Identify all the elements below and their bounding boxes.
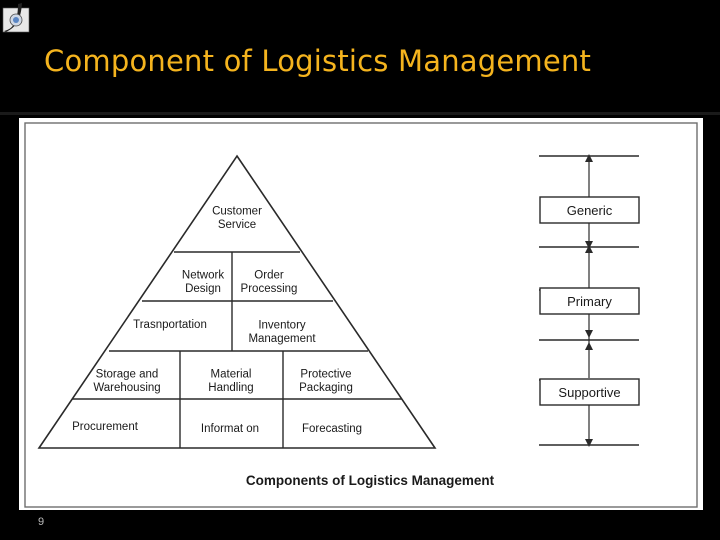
level-label-generic: Generic (567, 203, 613, 218)
slide-title: Component of Logistics Management (44, 44, 592, 78)
level-box-generic (539, 196, 640, 224)
pyramid-outline (37, 154, 437, 449)
diagram-caption: Components of Logistics Management (246, 473, 495, 488)
level-box-primary (539, 287, 640, 315)
page-number: 9 (38, 516, 45, 528)
pyramid-cell-forecasting: Forecasting (302, 423, 362, 435)
title-divider (0, 112, 720, 115)
pyramid-cell-procurement: Procurement (72, 421, 139, 433)
level-scale-arrowheads (585, 154, 593, 447)
level-label-primary: Primary (567, 294, 612, 309)
pyramid-cell-dividers (179, 252, 284, 448)
pyramid-tier-lines (72, 251, 402, 400)
pyramid-cell-transportation: Trasnportation (133, 319, 207, 331)
figure-border (24, 122, 698, 508)
pyramid-cell-information: Informat on (201, 423, 259, 435)
level-label-supportive: Supportive (558, 385, 620, 400)
level-box-supportive (539, 378, 640, 406)
presentation-logo-icon (2, 3, 30, 33)
